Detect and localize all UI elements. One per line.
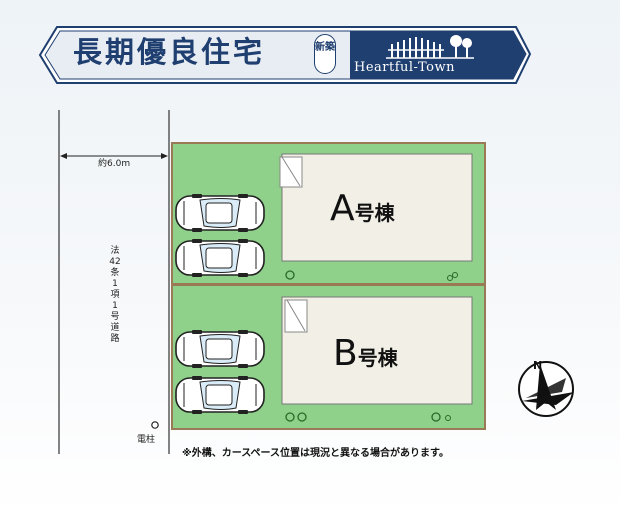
house-a xyxy=(281,153,473,262)
building-a-label: A号棟 xyxy=(330,188,395,229)
brand-logo-icon xyxy=(386,35,474,59)
road-width-label: 約6.0m xyxy=(98,159,131,169)
banner-graphic xyxy=(38,26,532,84)
utility-pole-label: 電柱 xyxy=(137,435,156,445)
compass-north-label: N xyxy=(533,359,542,372)
building-a-letter: A xyxy=(330,188,355,229)
banner-title: 長期優良住宅 xyxy=(73,35,266,69)
road-width-dimension xyxy=(60,153,168,159)
manhole-a-2 xyxy=(452,272,458,278)
car-1 xyxy=(175,193,265,233)
manhole-b-1 xyxy=(431,412,441,422)
car-2 xyxy=(175,238,265,278)
brand-panel xyxy=(350,31,526,79)
building-b-suffix: 号棟 xyxy=(357,346,398,370)
compass-icon xyxy=(518,361,574,417)
building-a-suffix: 号棟 xyxy=(354,201,395,225)
disclaimer-note: ※外構、カースペース位置は現況と異なる場合があります。 xyxy=(182,448,450,459)
new-build-badge: 新築 xyxy=(314,34,336,74)
meter-b-2 xyxy=(297,412,307,422)
car-4 xyxy=(175,375,265,415)
building-b-label: B号棟 xyxy=(333,333,398,374)
house-b xyxy=(281,296,473,405)
manhole-a-1 xyxy=(447,275,453,281)
car-3 xyxy=(175,329,265,369)
road-classification-label: 法42条1項1号道路 xyxy=(109,246,121,344)
meter-a xyxy=(285,270,295,280)
building-b-letter: B xyxy=(333,333,358,374)
manhole-b-2 xyxy=(445,415,451,421)
brand-name: Heartful-Town xyxy=(354,60,455,75)
meter-b-1 xyxy=(285,412,295,422)
utility-pole-icon xyxy=(151,421,159,429)
